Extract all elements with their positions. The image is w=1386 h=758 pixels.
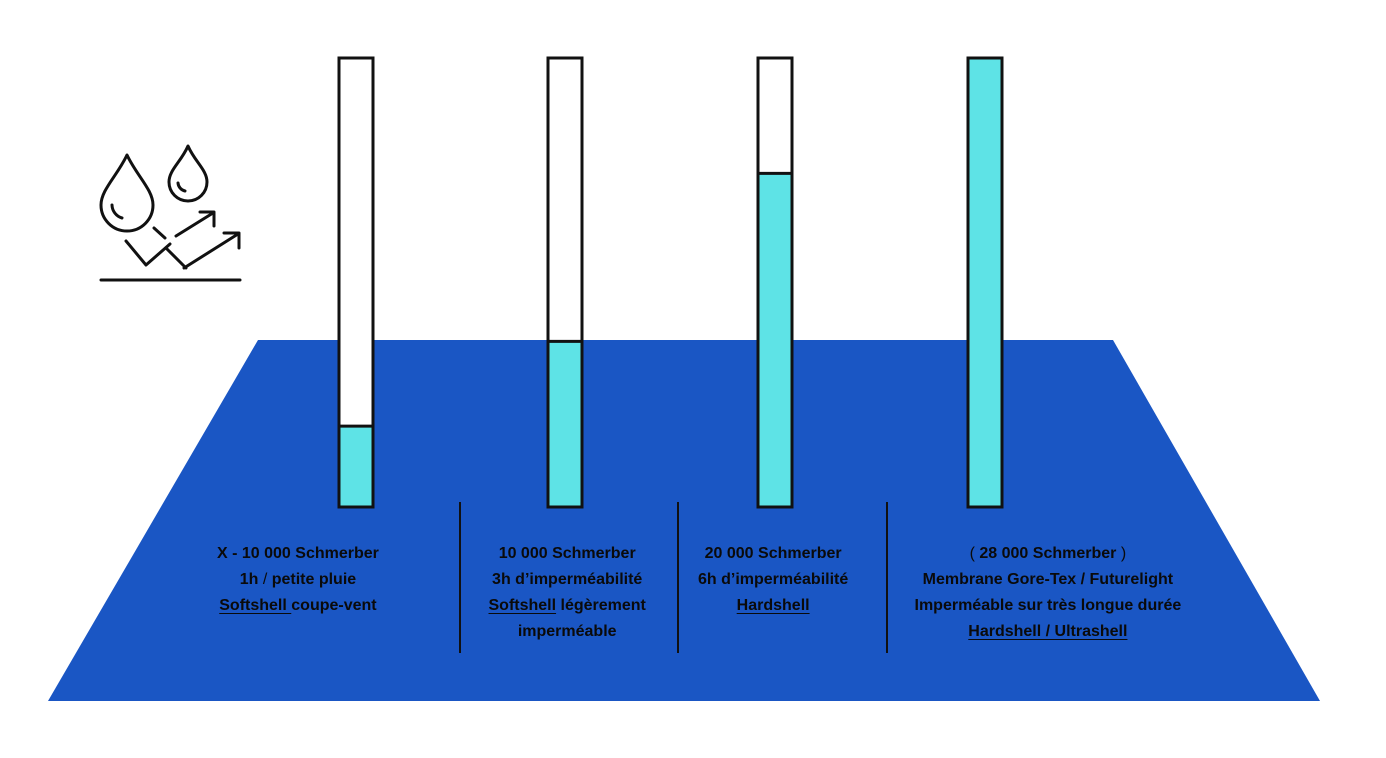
text-line: 20 000 Schmerber <box>698 541 848 567</box>
text-segment: 3h d’imperméabilité <box>492 571 643 588</box>
text-line: Membrane Gore-Tex / Futurelight <box>915 567 1182 593</box>
text-line: Imperméable sur très longue durée <box>915 593 1182 619</box>
text-segment: 28 000 Schmerber <box>974 545 1121 562</box>
underlined-term: Hardshell <box>736 597 810 614</box>
text-line: 6h d’imperméabilité <box>698 567 848 593</box>
gauge-tube-2 <box>546 56 584 509</box>
text-line: Hardshell <box>698 593 848 619</box>
text-line: ( 28 000 Schmerber ) <box>915 541 1182 567</box>
text-line: 10 000 Schmerber <box>489 541 646 567</box>
text-segment: ) <box>1120 545 1127 562</box>
text-segment: imperméable <box>517 623 617 640</box>
text-line: 1h / petite pluie <box>217 567 379 593</box>
text-segment: Membrane Gore-Tex / Futurelight <box>922 571 1174 588</box>
water-repellent-icon <box>99 144 242 282</box>
text-line: Softshell légèrement <box>489 593 646 619</box>
text-segment: légèrement <box>556 597 646 614</box>
underlined-term: Softshell <box>488 597 557 614</box>
gauge-tube-fill <box>758 173 792 507</box>
gauge-tube-fill <box>339 426 373 507</box>
gauge-tube-outline <box>337 56 375 509</box>
column-text-4: ( 28 000 Schmerber ) Membrane Gore-Tex / … <box>915 541 1182 645</box>
text-segment: / <box>262 571 268 588</box>
text-segment: 10 000 Schmerber <box>498 545 636 562</box>
platform-background <box>48 340 1320 701</box>
text-segment: coupe-vent <box>291 597 377 614</box>
gauge-tube-outline <box>966 56 1004 509</box>
text-line: Softshell coupe-vent <box>217 593 379 619</box>
text-line: X - 10 000 Schmerber <box>217 541 379 567</box>
gauge-tube-1 <box>337 56 375 509</box>
column-dividers <box>459 502 888 653</box>
text-segment: 20 000 Schmerber <box>704 545 842 562</box>
gauge-tube-3 <box>756 56 794 509</box>
gauge-tube-fill <box>968 58 1002 507</box>
text-line: 3h d’imperméabilité <box>489 567 646 593</box>
gauge-tube-outline <box>756 56 794 509</box>
gauge-tubes <box>337 56 1004 509</box>
text-line: Hardshell / Ultrashell <box>915 619 1182 645</box>
gauge-tube-outline <box>546 56 584 509</box>
text-line: imperméable <box>489 619 646 645</box>
text-segment: 1h <box>239 571 263 588</box>
text-segment: Imperméable sur très longue durée <box>914 597 1182 614</box>
text-segment: petite pluie <box>267 571 357 588</box>
text-segment: X - 10 000 Schmerber <box>217 545 379 562</box>
gauge-tube-fill <box>548 341 582 507</box>
text-segment: 6h d’imperméabilité <box>698 571 849 588</box>
gauge-tube-4 <box>966 56 1004 509</box>
underlined-term: Softshell <box>219 597 292 614</box>
text-segment: ( <box>969 545 975 562</box>
underlined-term: Hardshell / Ultrashell <box>968 623 1128 640</box>
